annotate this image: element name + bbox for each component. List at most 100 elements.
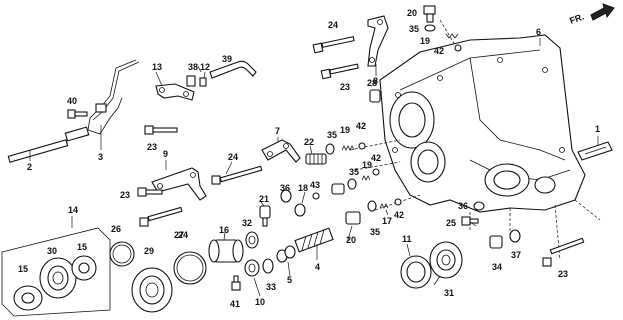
clip-12: [199, 77, 207, 87]
callout-15-left: 15: [18, 264, 28, 274]
bolt-23-right: [542, 237, 585, 267]
callout-37: 37: [511, 250, 521, 260]
spring-19-center: [361, 175, 371, 181]
ball-42-top: [454, 44, 462, 52]
callout-16: 16: [219, 225, 229, 235]
callout-4: 4: [315, 262, 320, 272]
callout-31: 31: [444, 288, 454, 298]
bolt-40: [67, 109, 88, 119]
callout-18: 18: [298, 183, 308, 193]
bearing-31: [429, 241, 463, 279]
bolt-23-top: [320, 63, 359, 80]
shift-rod: [7, 126, 90, 163]
breather-tube: [209, 60, 257, 79]
callout-24-center: 24: [228, 152, 238, 162]
callout-3: 3: [98, 152, 103, 162]
oil-seal-11: [400, 255, 432, 289]
callout-42-top: 42: [434, 46, 444, 56]
transmission-housing: [379, 34, 586, 213]
callout-35-lower: 35: [370, 227, 380, 237]
bolt-24-center: [211, 165, 263, 185]
bearing-assembly-box: [1, 227, 111, 317]
callout-40: 40: [67, 96, 77, 106]
spring-5: [276, 245, 296, 263]
bolt-23-low: [137, 187, 163, 197]
collar-10: [244, 259, 260, 277]
oil-seal-32: [245, 231, 259, 249]
callout-23-top: 23: [340, 82, 350, 92]
callout-25: 25: [446, 218, 456, 228]
spring-19-mid: [341, 145, 355, 151]
plug-20-center: [331, 183, 345, 195]
callout-23-right: 23: [558, 269, 568, 279]
bolt-21: [259, 205, 271, 227]
callout-13: 13: [152, 62, 162, 72]
callout-19-mid: 19: [340, 125, 350, 135]
snap-ring-27: [173, 251, 207, 285]
callout-2: 2: [27, 162, 32, 172]
plug-20-lower: [345, 211, 361, 225]
callout-28: 28: [367, 78, 377, 88]
callout-34: 34: [492, 262, 502, 272]
bolt-25: [461, 216, 479, 226]
oil-seal-36-right: [473, 201, 485, 211]
callout-33: 33: [266, 282, 276, 292]
callout-21: 21: [259, 194, 269, 204]
sleeve-16: [208, 239, 244, 263]
callout-15-right: 15: [77, 242, 87, 252]
callout-9: 9: [163, 149, 168, 159]
bolt-24-left: [139, 206, 183, 227]
front-arrow-label: FR.: [568, 12, 585, 26]
callout-12: 12: [200, 62, 210, 72]
bearing-15-right: [71, 255, 97, 281]
callout-36-center: 36: [280, 183, 290, 193]
callout-27: 27: [174, 230, 184, 240]
callout-19-center: 19: [362, 160, 372, 170]
bracket-9: [151, 167, 207, 201]
washer-35-lower: [367, 200, 377, 212]
callout-6: 6: [536, 27, 541, 37]
callout-14: 14: [68, 205, 78, 215]
callout-36-right: 36: [458, 201, 468, 211]
washer-37: [509, 229, 521, 243]
plug-34: [489, 235, 503, 249]
ring-43: [312, 192, 320, 200]
callout-labels: 1 2 3 4 5 6 7 8 9 10 11 12 13 14 15 15 1…: [18, 8, 600, 309]
callout-19-top: 19: [420, 36, 430, 46]
gear-30: [39, 257, 77, 299]
bolt-24-top: [312, 36, 355, 54]
washer-18: [294, 203, 306, 217]
callout-42-center: 42: [371, 153, 381, 163]
oil-seal-36-center: [280, 189, 292, 203]
washer-35-mid: [325, 143, 335, 155]
callout-30: 30: [47, 246, 57, 256]
spring-17: [379, 203, 389, 209]
bracket-13: [155, 83, 195, 101]
spring-19-top: [445, 33, 459, 39]
bearing-29: [131, 267, 173, 313]
callout-35-top: 35: [409, 24, 419, 34]
washer-35-top: [424, 24, 436, 32]
callout-8: 8: [373, 76, 378, 86]
callout-39: 39: [222, 54, 232, 64]
ball-42-lower: [394, 198, 402, 206]
callout-29: 29: [144, 246, 154, 256]
callout-42-lower: 42: [394, 210, 404, 220]
shaft-4: [294, 227, 334, 253]
callout-41: 41: [230, 299, 240, 309]
callout-38: 38: [188, 62, 198, 72]
callout-20-top: 20: [407, 8, 417, 18]
callout-22: 22: [304, 137, 314, 147]
callout-5: 5: [287, 275, 292, 285]
bracket-7: [261, 139, 301, 163]
front-arrow-icon: [590, 3, 615, 21]
callout-24-top: 24: [328, 20, 338, 30]
callout-42-mid: 42: [356, 121, 366, 131]
ball-42-center: [372, 168, 380, 176]
callout-11: 11: [402, 234, 412, 244]
bolt-41: [231, 275, 241, 291]
bearing-15-left: [13, 285, 43, 311]
callout-32: 32: [242, 218, 252, 228]
